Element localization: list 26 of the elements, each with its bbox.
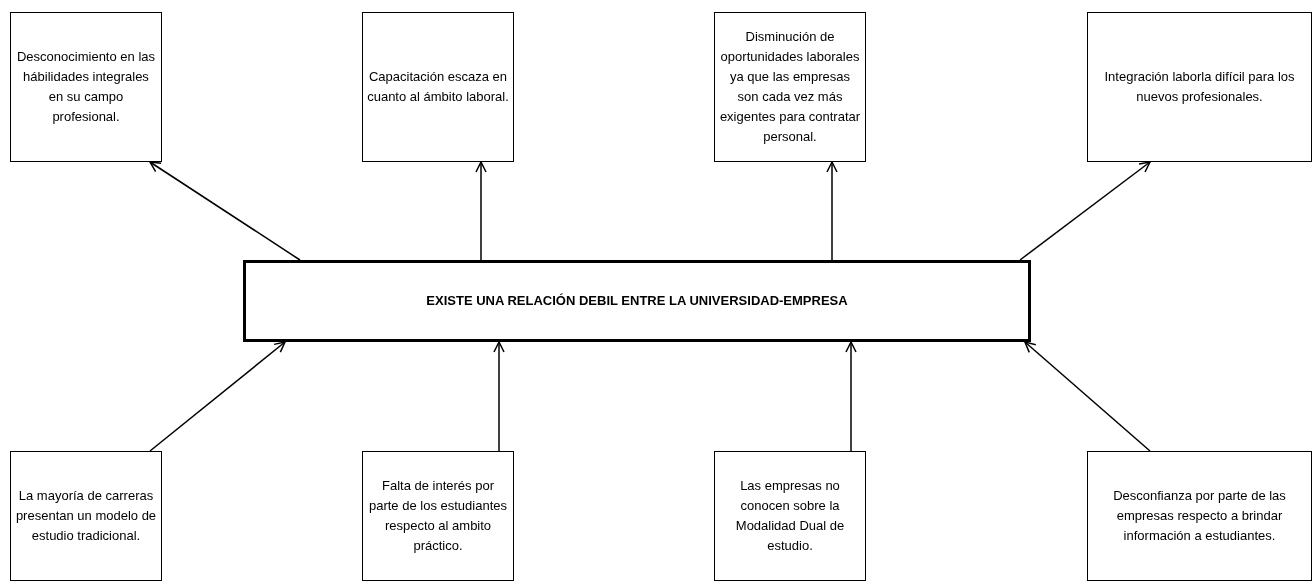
text-box — [714, 12, 866, 162]
text-box — [714, 451, 866, 581]
arrow — [475, 161, 487, 261]
text-box — [1087, 12, 1312, 162]
box-text: EXISTE UNA RELACIÓN DEBIL ENTRE LA UNIVERSIDAD-EMPRESA — [426, 292, 848, 311]
arrow — [1019, 161, 1151, 261]
arrow — [1024, 341, 1151, 452]
arrow — [845, 341, 857, 452]
arrow — [493, 341, 505, 452]
box-text: Las empresas no conocen sobre la Modalidad Dual de estudio. — [734, 477, 846, 555]
text-box — [1087, 451, 1312, 581]
box-text: Integración laborla difícil para los nuevos profesionales. — [1103, 68, 1296, 106]
box-text: Desconocimiento en las hábilidades integrales en su campo profesional. — [16, 48, 156, 126]
problem-box — [243, 260, 1031, 342]
box-text: Capacitación escaza en cuanto al ámbito laboral. — [367, 68, 509, 106]
box-text: Disminución de oportunidades laborales ya que las empresas son cada vez más exigentes para contratar personal. — [719, 28, 861, 146]
box-text: Desconfianza por parte de las empresas respecto a brindar información a estudiantes. — [1112, 487, 1287, 545]
arrow — [826, 161, 838, 261]
arrow — [149, 161, 301, 261]
text-box — [10, 12, 162, 162]
text-box — [10, 451, 162, 581]
box-text: La mayoría de carreras presentan un modelo de estudio tradicional. — [15, 487, 157, 545]
arrow — [149, 341, 286, 452]
text-box — [362, 12, 514, 162]
box-text: Falta de interés por parte de los estudiantes respecto al ambito práctico. — [367, 477, 508, 555]
text-box — [362, 451, 514, 581]
